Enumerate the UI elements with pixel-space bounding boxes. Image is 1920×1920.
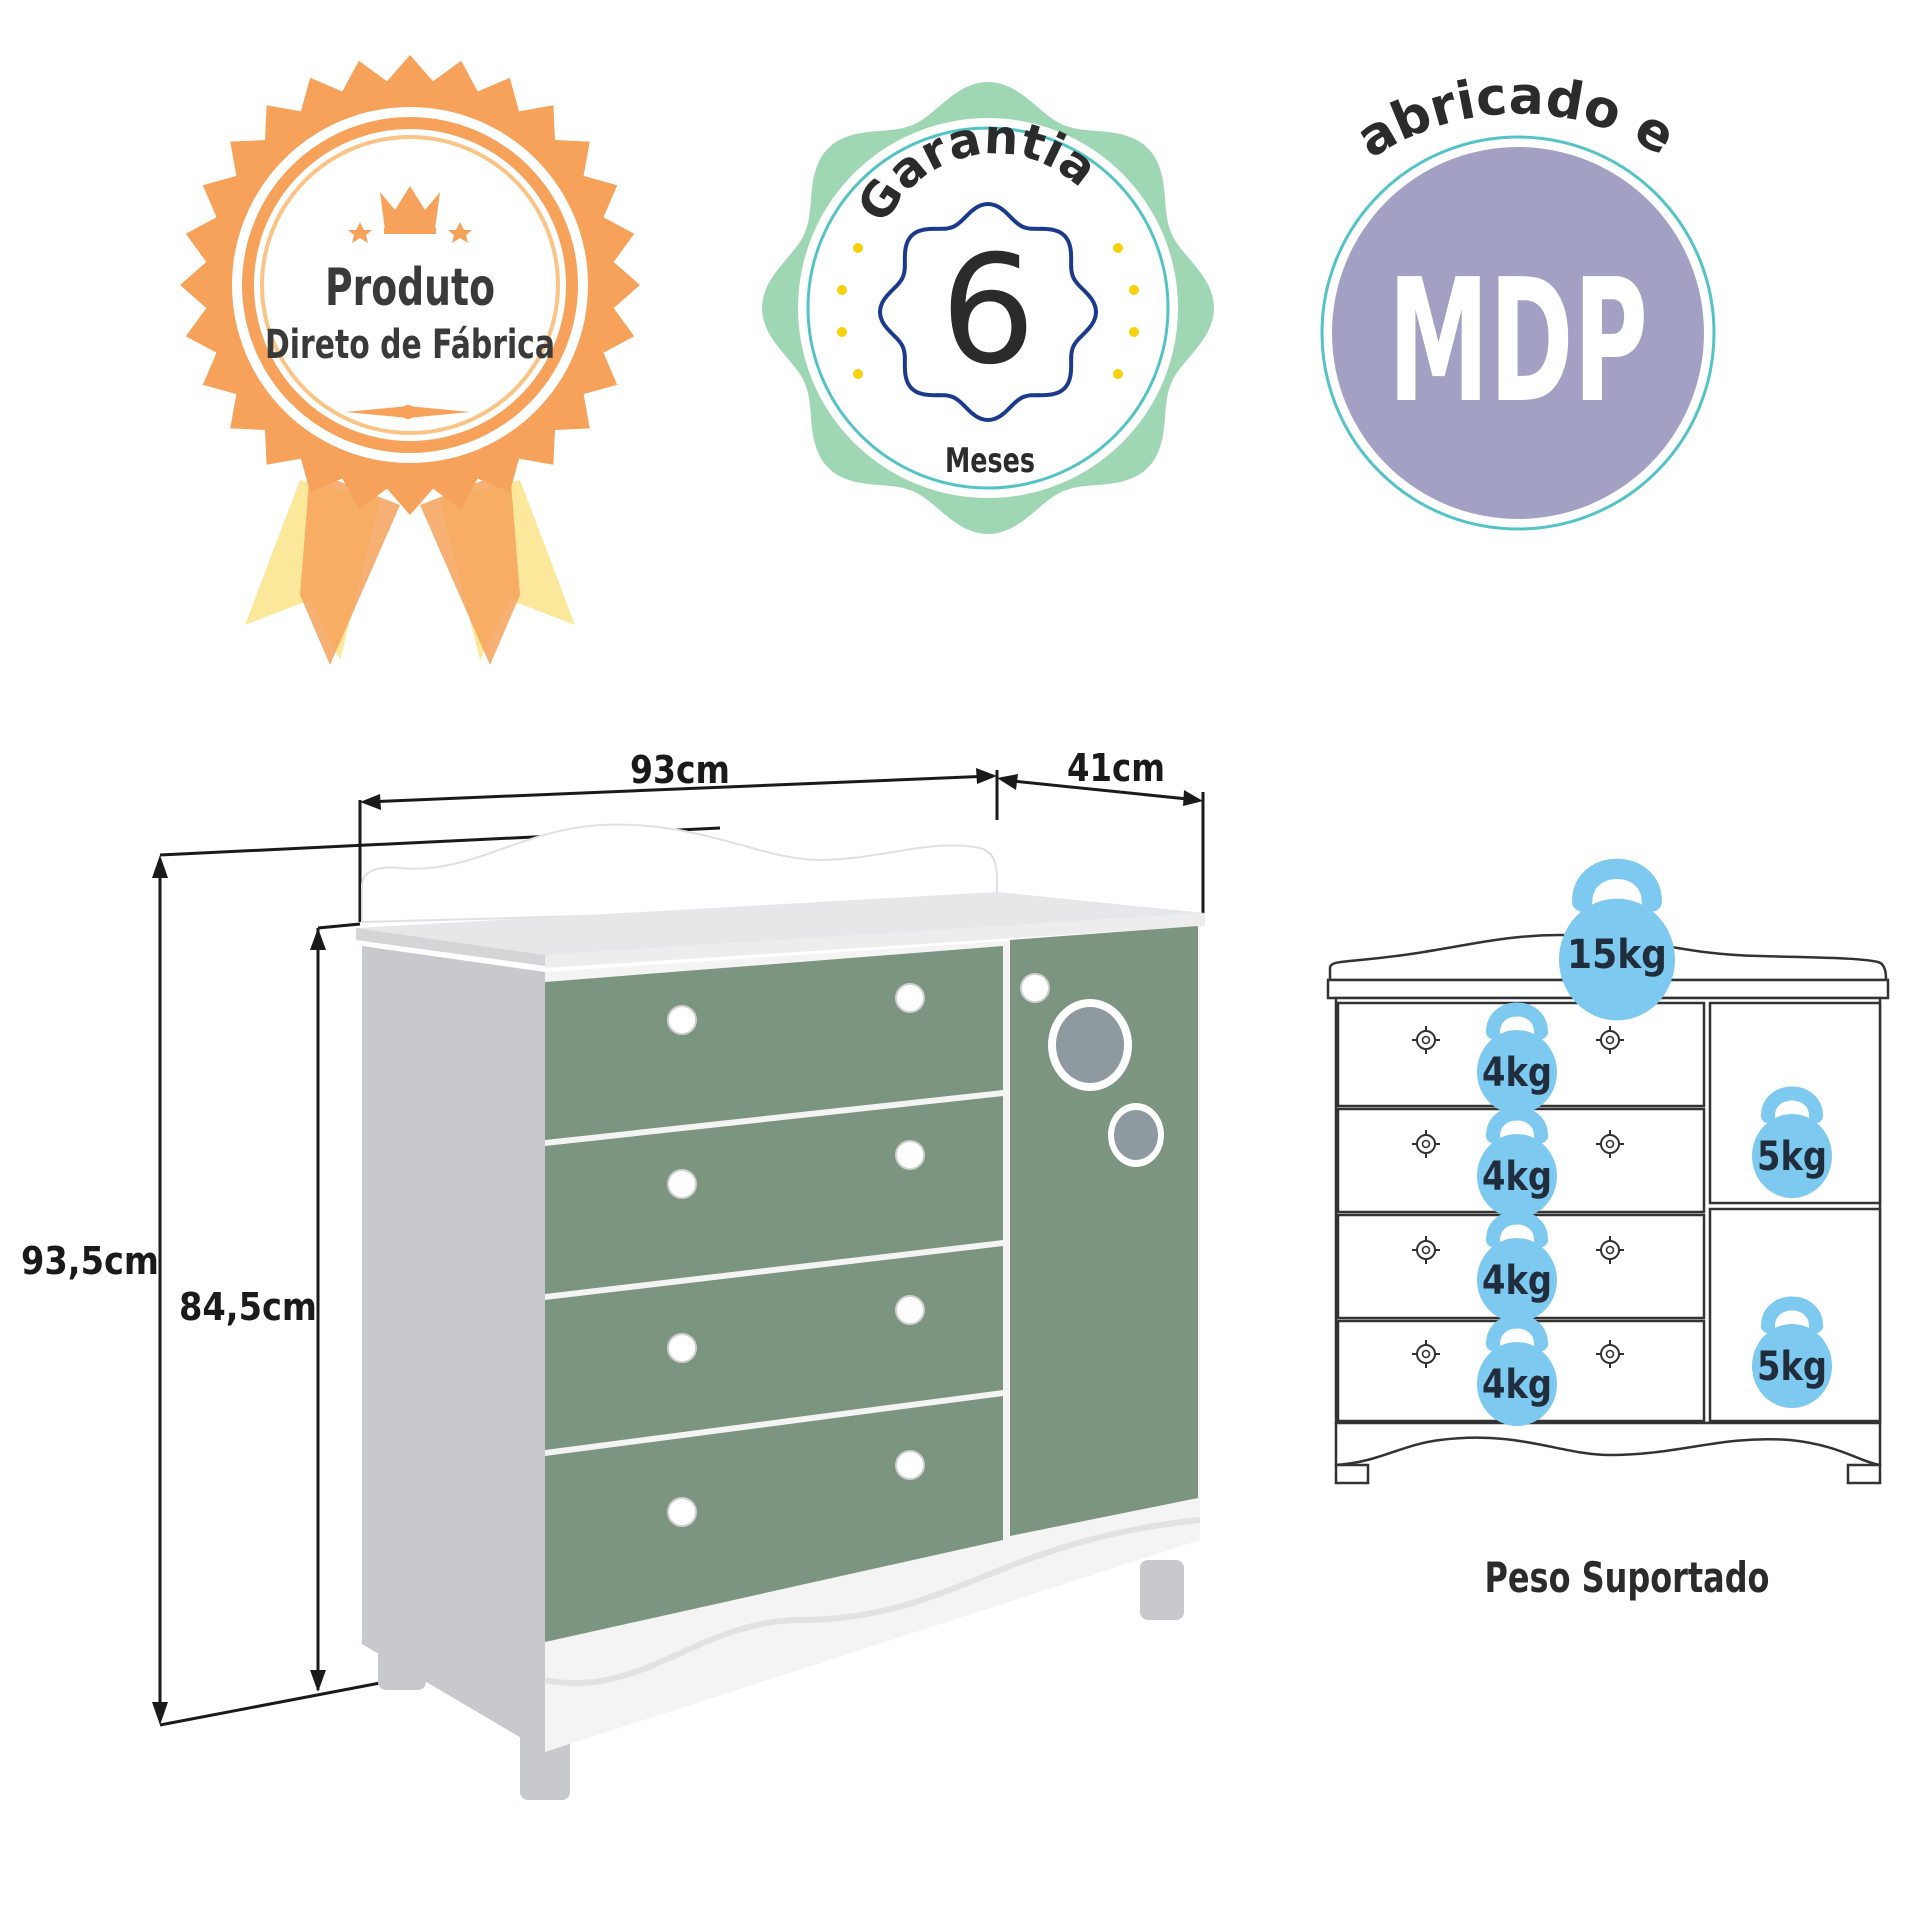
- dimension-total-height-label: 93,5cm: [21, 1239, 159, 1283]
- dimension-depth-label: 41cm: [1067, 746, 1165, 790]
- dimension-lines: [152, 768, 1205, 1727]
- dimension-width-label: 93cm: [630, 748, 730, 792]
- badge-garantia: Garantia 6 Meses: [762, 82, 1214, 534]
- weight-shelf-1-label: 5kg: [1757, 1134, 1827, 1180]
- weight-top-label: 15kg: [1567, 932, 1667, 978]
- star-icons: [837, 243, 1139, 379]
- badge-material-value: MDP: [1388, 243, 1648, 441]
- kettlebell-top: 15kg: [1559, 869, 1675, 1021]
- badge-produto-line2: Direto de Fábrica: [265, 322, 555, 368]
- kettlebell-drawer-4: 4kg: [1477, 1322, 1557, 1427]
- kettlebell-shelf-2: 5kg: [1752, 1304, 1832, 1409]
- crown-icon: [348, 186, 472, 243]
- weight-drawer-3-label: 4kg: [1482, 1258, 1552, 1304]
- dimension-body-height-label: 84,5cm: [179, 1285, 317, 1329]
- weight-shelf-2-label: 5kg: [1757, 1344, 1827, 1390]
- badge-garantia-bottom: Meses: [945, 441, 1035, 481]
- weight-drawer-2-label: 4kg: [1482, 1154, 1552, 1200]
- weight-drawer-1-label: 4kg: [1482, 1050, 1552, 1096]
- divider-ornament: [345, 405, 470, 419]
- badge-produto: Produto Direto de Fábrica: [180, 55, 640, 665]
- kettlebell-shelf-1: 5kg: [1752, 1094, 1832, 1199]
- ribbon-tails: [245, 470, 575, 665]
- badge-garantia-number: 6: [940, 224, 1035, 398]
- kettlebell-drawer-1: 4kg: [1477, 1010, 1557, 1115]
- dresser-illustration: [356, 823, 1205, 1800]
- kettlebell-drawer-3: 4kg: [1477, 1218, 1557, 1323]
- inner-scalloped-frame: [877, 201, 1099, 423]
- weight-caption: Peso Suportado: [1485, 1553, 1770, 1602]
- weight-drawer-4-label: 4kg: [1482, 1362, 1552, 1408]
- kettlebell-drawer-2: 4kg: [1477, 1114, 1557, 1219]
- badge-produto-line1: Produto: [325, 258, 495, 318]
